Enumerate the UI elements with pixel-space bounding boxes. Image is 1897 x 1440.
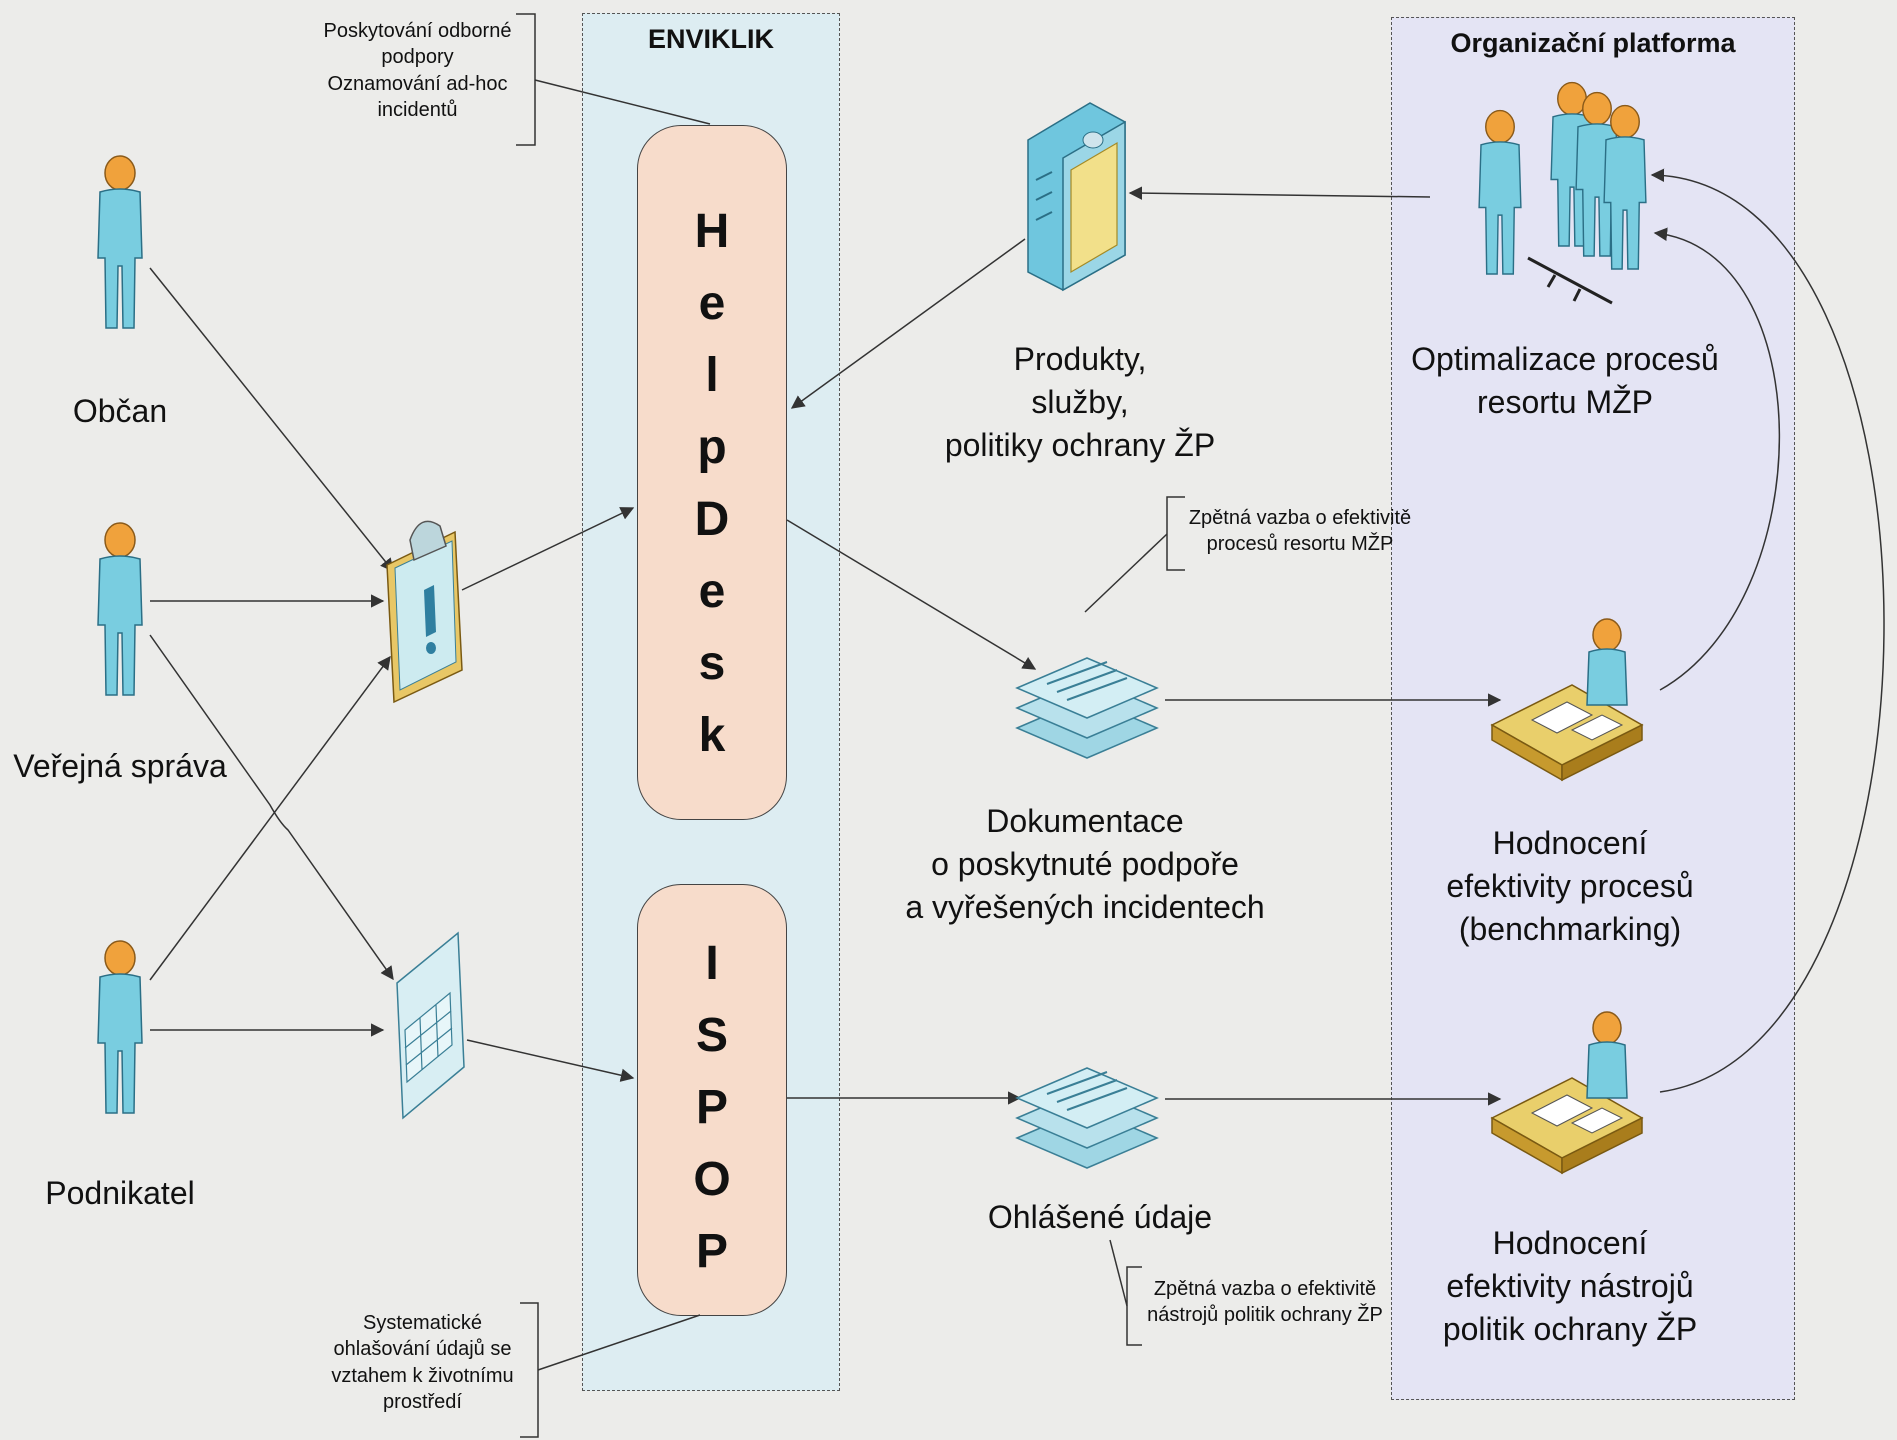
benchmarking-desk-icon bbox=[1491, 618, 1643, 781]
helpdesk-letter: s bbox=[698, 637, 726, 690]
enviklik-title: ENVIKLIK bbox=[647, 24, 774, 54]
entrepreneur-label: Podnikatel bbox=[45, 1175, 195, 1211]
feedback-processes-annotation: Zpětná vazba o efektivitě procesů resort… bbox=[1188, 507, 1412, 556]
tools-evaluation-label: Hodnocení efektivity nástrojů politik oc… bbox=[1442, 1225, 1698, 1348]
entrepreneur-person-icon bbox=[97, 940, 143, 1114]
incident-clipboard-icon bbox=[386, 520, 463, 704]
feedback-tools-annotation: Zpětná vazba o efektivitě nástrojů polit… bbox=[1147, 1278, 1383, 1327]
public-admin-label: Veřejná správa bbox=[13, 748, 227, 784]
helpdesk-letter: k bbox=[698, 709, 726, 762]
team-people-icon bbox=[1478, 81, 1647, 305]
helpdesk-letter: e bbox=[698, 565, 726, 618]
ispop-letter: P bbox=[695, 1225, 728, 1278]
helpdesk-letter: p bbox=[697, 421, 727, 474]
helpdesk-letter: H bbox=[694, 205, 730, 258]
form-document-icon bbox=[396, 931, 465, 1120]
organization-platform-title: Organizační platforma bbox=[1450, 28, 1736, 58]
citizen-person-icon bbox=[97, 155, 143, 329]
reported-data-label: Ohlášené údaje bbox=[987, 1199, 1213, 1235]
ispop-letter: O bbox=[693, 1153, 731, 1206]
products-label: Produkty, služby, politiky ochrany ŽP bbox=[944, 341, 1216, 464]
benchmarking-label: Hodnocení efektivity procesů (benchmarki… bbox=[1446, 825, 1694, 948]
ispop-letter: I bbox=[705, 937, 719, 990]
public-admin-person-icon bbox=[97, 522, 143, 696]
support-annotation: Poskytování odborné podpory Oznamování a… bbox=[323, 20, 512, 122]
optimization-label: Optimalizace procesů resortu MŽP bbox=[1411, 341, 1719, 421]
tools-evaluation-desk-icon bbox=[1491, 1011, 1643, 1174]
products-box-icon bbox=[1027, 102, 1126, 292]
documentation-label: Dokumentace o poskytnuté podpoře a vyřeš… bbox=[905, 803, 1265, 926]
helpdesk-letter: l bbox=[705, 349, 719, 402]
ispop-letter: P bbox=[695, 1081, 728, 1134]
helpdesk-box bbox=[637, 125, 787, 820]
citizen-label: Občan bbox=[72, 393, 168, 429]
helpdesk-letter: e bbox=[698, 277, 726, 330]
documentation-stack-icon bbox=[1016, 657, 1158, 759]
systematic-reporting-annotation: Systematické ohlašování údajů se vztahem… bbox=[331, 1312, 514, 1414]
ispop-box bbox=[637, 884, 787, 1316]
helpdesk-letter: D bbox=[694, 493, 730, 546]
ispop-letter: S bbox=[695, 1009, 728, 1062]
reported-data-stack-icon bbox=[1016, 1067, 1158, 1169]
